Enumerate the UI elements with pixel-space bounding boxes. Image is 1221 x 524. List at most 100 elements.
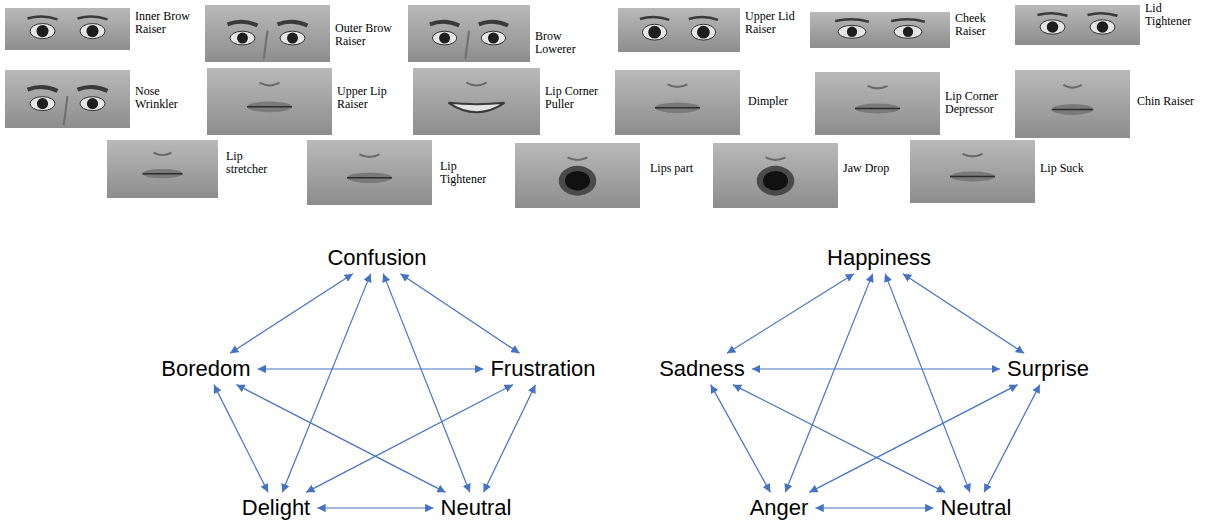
photo-frame: [5, 70, 130, 128]
nose-shade: [868, 86, 888, 89]
bidirectional-arrow: [306, 385, 513, 493]
lips: [143, 169, 183, 178]
face-photo: [107, 140, 218, 198]
eye-white: [894, 25, 922, 38]
nose-shade: [154, 153, 172, 155]
emotion-name: Confusion: [327, 245, 426, 270]
nose-shade: [465, 31, 469, 60]
face-photo: [413, 68, 540, 135]
bidirectional-arrow: [317, 507, 433, 508]
photo-frame: [618, 8, 740, 52]
emotion-name: Surprise: [1007, 356, 1089, 381]
eye-white: [432, 31, 456, 45]
face-photo: [408, 5, 530, 62]
bidirectional-arrow: [214, 385, 268, 493]
action-unit-label: Inner Brow Raiser: [135, 10, 200, 36]
emotion-name: Delight: [242, 495, 310, 520]
face-photo: [1015, 70, 1130, 138]
bidirectional-arrow: [484, 385, 536, 493]
emotion-node: Surprise: [1003, 355, 1093, 382]
face-photo: [207, 68, 332, 135]
eyebrow: [78, 17, 108, 20]
bidirectional-arrow: [809, 385, 1017, 493]
bidirectional-arrow: [236, 385, 445, 493]
eye-white: [30, 24, 55, 39]
face-photo: [615, 70, 740, 135]
lip-line: [655, 107, 700, 109]
bidirectional-arrow: [383, 274, 470, 493]
eyebrow: [689, 17, 718, 20]
photo-frame: [207, 68, 332, 135]
eye-iris: [903, 27, 913, 37]
action-unit-label: Upper Lid Raiser: [745, 10, 805, 36]
lip-line: [855, 108, 900, 110]
eye-iris: [287, 33, 298, 44]
action-unit-label: Outer Brow Raiser: [335, 22, 400, 48]
action-unit-label: Lip Corner Depressor: [945, 90, 1015, 116]
emotion-name: Sadness: [659, 356, 745, 381]
nose-shade: [1063, 85, 1081, 88]
eye-white: [80, 24, 105, 39]
photo-frame: [615, 70, 740, 135]
action-unit-label: Lip Suck: [1040, 162, 1084, 175]
action-unit-label: Chin Raiser: [1137, 95, 1194, 108]
photo-frame: [713, 143, 838, 208]
nose-shade: [264, 31, 268, 60]
eye-white: [1040, 20, 1065, 34]
action-unit-label: Lid Tightener: [1145, 2, 1200, 28]
nose-shade: [766, 157, 786, 160]
lip-line: [1052, 109, 1093, 111]
action-unit-label: Lip stretcher: [226, 150, 276, 176]
eye-white: [280, 31, 305, 45]
action-unit-label: Dimpler: [748, 95, 788, 108]
lips: [449, 103, 505, 112]
action-unit-label: Jaw Drop: [843, 162, 889, 175]
bidirectional-arrow: [903, 274, 1024, 354]
face-photo: [815, 72, 940, 135]
nose-shade: [360, 154, 380, 157]
eyebrow: [479, 22, 508, 26]
emotion-name: Neutral: [441, 495, 512, 520]
eye-white: [481, 31, 505, 45]
bidirectional-arrow: [752, 368, 1000, 369]
eyebrow: [228, 22, 258, 26]
lips: [950, 172, 995, 182]
eyebrow: [640, 17, 669, 20]
open-mouth: [565, 171, 590, 191]
emotion-node: Neutral: [437, 494, 516, 521]
photo-frame: [413, 68, 540, 135]
face-photo: [5, 70, 130, 128]
eyebrow: [430, 22, 459, 26]
eye-white: [1090, 20, 1115, 34]
bidirectional-arrow: [885, 274, 970, 493]
eyebrow: [28, 87, 58, 91]
eye-iris: [1047, 21, 1059, 33]
photo-frame: [408, 5, 530, 62]
eye-iris: [1097, 21, 1109, 33]
action-unit-label: Nose Wrinkler: [135, 85, 185, 111]
bidirectional-arrow: [785, 274, 872, 493]
bidirectional-arrow: [230, 274, 353, 354]
eye-iris: [237, 33, 248, 44]
photo-frame: [107, 140, 218, 198]
face-photo: [1015, 5, 1140, 45]
emotion-node: Frustration: [486, 355, 599, 382]
eye-iris: [36, 25, 48, 37]
face-photo: [810, 12, 950, 48]
eyebrow: [891, 19, 925, 21]
emotion-name: Anger: [750, 495, 809, 520]
nose-shade: [668, 84, 688, 87]
nose-shade: [568, 157, 588, 160]
face-photo: [205, 5, 330, 62]
eye-iris: [697, 26, 710, 39]
photo-frame: [910, 140, 1035, 203]
photo-frame: [307, 140, 432, 205]
photo-frame: [515, 143, 640, 208]
nose-shade: [260, 83, 280, 86]
face-photo: [713, 143, 838, 208]
bidirectional-arrow: [815, 507, 933, 508]
action-unit-label: Cheek Raiser: [955, 12, 1000, 38]
